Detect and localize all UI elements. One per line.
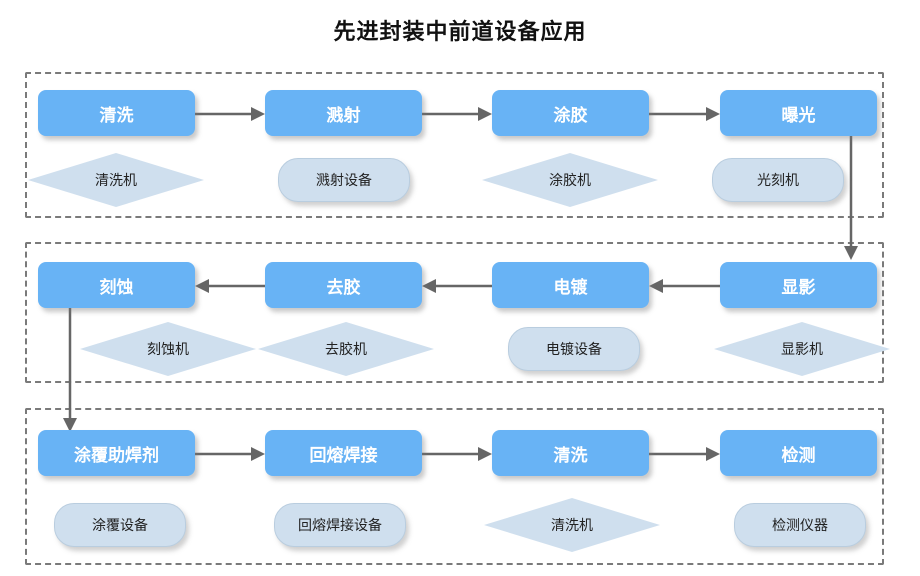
process-label: 去胶 — [326, 277, 361, 298]
connector-arrow-sputtering-to-coating — [422, 104, 492, 124]
process-box-sputtering[interactable]: 溅射 — [265, 90, 422, 136]
equipment-label: 清洗机 — [95, 173, 137, 189]
equipment-pill-reflow-soldering-equipment[interactable]: 回熔焊接设备 — [274, 503, 406, 547]
process-box-coating[interactable]: 涂胶 — [492, 90, 649, 136]
connector-arrow-cleaning-to-sputtering — [195, 104, 265, 124]
process-label: 涂胶 — [553, 105, 588, 126]
process-box-stripping[interactable]: 去胶 — [265, 262, 422, 308]
equipment-label: 回熔焊接设备 — [298, 518, 382, 534]
equipment-label: 清洗机 — [551, 518, 593, 534]
equipment-label: 显影机 — [781, 342, 823, 358]
process-box-cleaning-1[interactable]: 清洗 — [38, 90, 195, 136]
process-label: 刻蚀 — [99, 277, 134, 298]
process-box-electroplating[interactable]: 电镀 — [492, 262, 649, 308]
equipment-diamond-stripper[interactable]: 去胶机 — [258, 322, 434, 376]
process-label: 涂覆助焊剂 — [74, 445, 159, 466]
equipment-label: 检测仪器 — [772, 518, 828, 534]
equipment-diamond-etcher[interactable]: 刻蚀机 — [80, 322, 256, 376]
process-box-inspection[interactable]: 检测 — [720, 430, 877, 476]
process-box-etching[interactable]: 刻蚀 — [38, 262, 195, 308]
connector-arrow-developing-to-electroplating — [649, 276, 720, 296]
equipment-label: 涂覆设备 — [92, 518, 148, 534]
equipment-diamond-cleaning-machine-1[interactable]: 清洗机 — [28, 153, 204, 207]
equipment-diamond-developer[interactable]: 显影机 — [714, 322, 890, 376]
connector-arrow-coating-to-exposure — [649, 104, 720, 124]
process-label: 检测 — [781, 445, 816, 466]
process-box-exposure[interactable]: 曝光 — [720, 90, 877, 136]
equipment-label: 涂胶机 — [549, 173, 591, 189]
equipment-label: 电镀设备 — [546, 342, 602, 358]
group-container-1 — [25, 72, 884, 218]
connector-arrow-etching-to-flux-coating — [60, 308, 80, 432]
equipment-diamond-cleaning-machine-2[interactable]: 清洗机 — [484, 498, 660, 552]
process-label: 回熔焊接 — [309, 445, 378, 466]
connector-arrow-cleaning-to-inspection — [649, 444, 720, 464]
equipment-pill-electroplating-equipment[interactable]: 电镀设备 — [508, 327, 640, 371]
equipment-pill-coating-equipment[interactable]: 涂覆设备 — [54, 503, 186, 547]
group-container-3 — [25, 408, 884, 565]
equipment-pill-inspection-instrument[interactable]: 检测仪器 — [734, 503, 866, 547]
equipment-pill-lithography-machine[interactable]: 光刻机 — [712, 158, 844, 202]
process-label: 显影 — [781, 277, 816, 298]
process-box-flux-coating[interactable]: 涂覆助焊剂 — [38, 430, 195, 476]
connector-arrow-electroplating-to-stripping — [422, 276, 492, 296]
connector-arrow-flux-to-reflow — [195, 444, 265, 464]
process-label: 清洗 — [99, 105, 134, 126]
process-label: 曝光 — [781, 105, 816, 126]
process-box-cleaning-2[interactable]: 清洗 — [492, 430, 649, 476]
process-box-reflow-soldering[interactable]: 回熔焊接 — [265, 430, 422, 476]
equipment-label: 去胶机 — [325, 342, 367, 358]
equipment-diamond-coater[interactable]: 涂胶机 — [482, 153, 658, 207]
equipment-label: 溅射设备 — [316, 173, 372, 189]
equipment-pill-sputtering-equipment[interactable]: 溅射设备 — [278, 158, 410, 202]
connector-arrow-exposure-to-developing — [841, 136, 861, 260]
process-label: 电镀 — [553, 277, 588, 298]
process-label: 清洗 — [553, 445, 588, 466]
equipment-label: 光刻机 — [757, 173, 799, 189]
process-box-developing[interactable]: 显影 — [720, 262, 877, 308]
group-container-2 — [25, 242, 884, 383]
process-label: 溅射 — [326, 105, 361, 126]
equipment-label: 刻蚀机 — [147, 342, 189, 358]
connector-arrow-stripping-to-etching — [195, 276, 265, 296]
connector-arrow-reflow-to-cleaning — [422, 444, 492, 464]
page-title: 先进封装中前道设备应用 — [333, 20, 587, 45]
